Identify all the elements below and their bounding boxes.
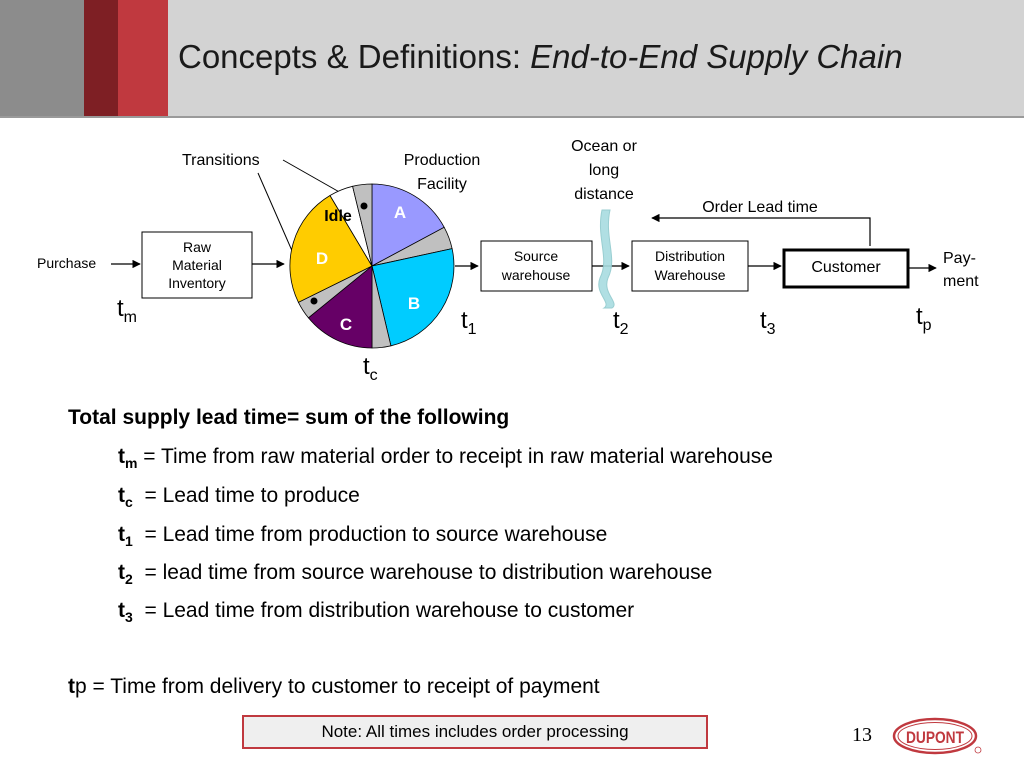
supply-chain-diagram: Purchase Raw Material Inventory Producti… [37,138,979,384]
pie-label-a: A [394,203,406,222]
note-box: Note: All times includes order processin… [242,715,708,749]
production-facility-line2: Facility [417,176,467,193]
pie-label-idle: Idle [324,208,352,225]
time-tm: tm [117,295,137,326]
definition-text: = Lead time from distribution warehouse … [132,599,635,622]
definition-text: = Lead time from production to source wa… [132,523,608,546]
definition-row-tc: tc = Lead time to produce [118,484,360,510]
time-tc: tc [363,353,378,384]
logo-text: DUPONT [906,728,964,747]
page-title: Concepts & Definitions: End-to-End Suppl… [178,38,903,76]
production-pie [289,183,455,349]
time-t3: t3 [760,307,776,338]
raw-material-line1: Raw [183,239,212,255]
ocean-line3: distance [574,186,634,203]
time-tp: tp [916,303,932,334]
header-darkred-bar [84,0,118,116]
definition-symbol: t1 [118,523,133,550]
definition-row-t3: t3 = Lead time from distribution warehou… [118,599,634,625]
definition-row-tp: tp = Time from delivery to customer to r… [68,675,600,699]
definitions-heading: Total supply lead time= sum of the follo… [68,406,510,429]
definition-text: = Lead time to produce [132,484,360,507]
definition-symbol: t3 [118,599,133,626]
pie-label-b: B [408,294,420,313]
definition-symbol-p: p [75,675,87,698]
distribution-warehouse-box [631,240,749,292]
page-number: 13 [852,724,872,746]
transition-dot-bottom [310,297,318,305]
dupont-logo: DUPONT [892,717,982,755]
pie-label-d: D [316,249,328,268]
ocean-line1: Ocean or [571,138,637,155]
definition-symbol: tm [118,445,138,472]
definition-symbol: t2 [118,561,133,588]
pie-slice-d [289,194,373,303]
payment-line2: ment [943,273,979,290]
pie-slice-c [307,265,373,349]
title-plain: Concepts & Definitions: [178,38,531,75]
definition-text: = Time from delivery to customer to rece… [86,675,600,698]
pie-slice-b [371,248,455,347]
time-t1: t1 [461,307,477,338]
transition-dot-top [360,202,368,210]
distribution-warehouse-line2: Warehouse [654,267,725,283]
source-warehouse-box [480,240,593,292]
order-lead-time-arrow [651,213,871,246]
raw-material-line2: Material [172,257,222,273]
pie-slice-a [371,183,445,267]
header-grey-bar [0,0,84,116]
header-band: Concepts & Definitions: End-to-End Suppl… [0,0,1024,116]
definition-text: = Time from raw material order to receip… [137,445,773,468]
source-warehouse-line2: warehouse [501,267,571,283]
payment-line1: Pay- [943,250,976,267]
source-warehouse-line1: Source [514,248,559,264]
raw-material-box [141,231,253,299]
header-red-bar [118,0,168,116]
distribution-warehouse-line1: Distribution [655,248,725,264]
purchase-label: Purchase [37,255,96,271]
definition-row-t2: t2 = lead time from source warehouse to … [118,561,712,587]
header-divider [0,116,1024,118]
order-lead-time-label: Order Lead time [702,199,818,216]
definition-symbol: tc [118,484,133,511]
time-t2: t2 [613,307,629,338]
ocean-line2: long [589,162,619,179]
transitions-label: Transitions [182,152,260,169]
definition-symbol: t [68,675,75,698]
definition-row-tm: tm = Time from raw material order to rec… [118,445,773,471]
definition-text: = lead time from source warehouse to dis… [132,561,713,584]
customer-label: Customer [811,259,881,276]
title-italic: End-to-End Supply Chain [530,38,903,75]
production-facility-line1: Production [404,152,481,169]
pie-label-c: C [340,315,352,334]
definition-row-t1: t1 = Lead time from production to source… [118,523,607,549]
ocean-wave [598,209,615,309]
raw-material-line3: Inventory [168,275,226,291]
